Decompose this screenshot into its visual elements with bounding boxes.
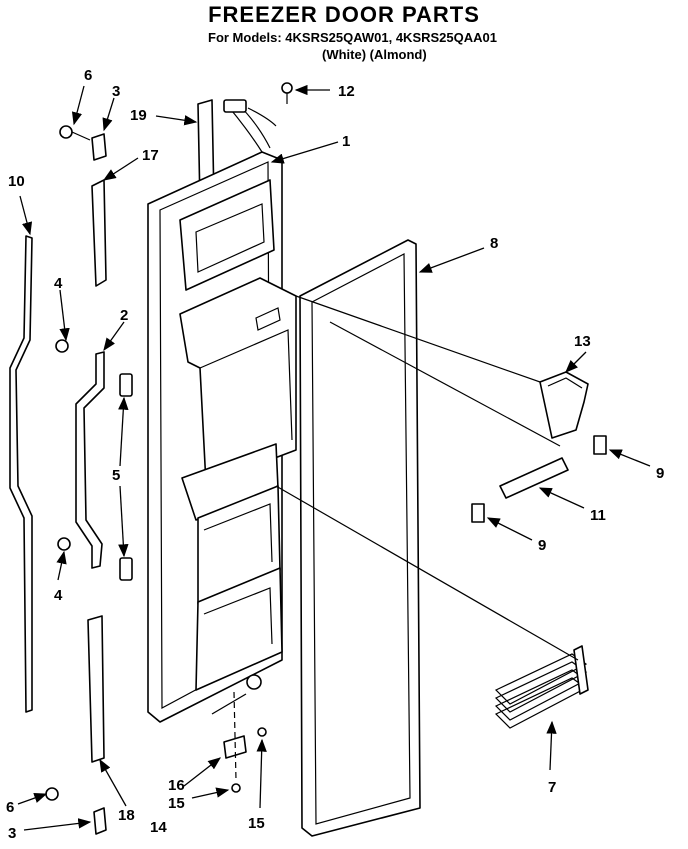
callout-9-left: 9: [538, 537, 546, 554]
callout-13: 13: [574, 333, 591, 350]
part-13-ice-chute: [539, 371, 589, 439]
diagram-header: FREEZER DOOR PARTS For Models: 4KSRS25QA…: [0, 0, 688, 70]
part-3-6-lower-clip: [45, 787, 107, 835]
callout-3-top: 3: [112, 83, 120, 100]
callout-3-bottom: 3: [8, 825, 16, 842]
callout-5: 5: [112, 467, 120, 484]
part-11-channel: [499, 457, 569, 499]
part-7-shelf-basket: [494, 645, 589, 729]
callout-17: 17: [142, 147, 159, 164]
callout-2: 2: [120, 307, 128, 324]
callout-8: 8: [490, 235, 498, 252]
part-2-handle: [55, 339, 105, 569]
callout-12: 12: [338, 83, 355, 100]
part-1-door-body: [147, 151, 297, 723]
part-3-6-upper-clip: [59, 125, 107, 161]
callout-6-top: 6: [84, 67, 92, 84]
callout-11: 11: [590, 507, 606, 524]
finish-labels: (White) (Almond): [322, 47, 427, 62]
part-8-door-gasket: [299, 239, 421, 837]
part-5-handle-mounts: [119, 373, 133, 581]
part-12-wire-harness: [223, 82, 293, 153]
callout-6-bottom: 6: [6, 799, 14, 816]
callout-10: 10: [8, 173, 25, 190]
callout-7: 7: [548, 779, 556, 796]
part-10-handle-trim: [9, 235, 33, 713]
model-numbers: For Models: 4KSRS25QAW01, 4KSRS25QAA01: [208, 30, 497, 45]
callout-16: 16: [168, 777, 185, 794]
callout-15-right: 15: [248, 815, 265, 832]
callout-4-bottom: 4: [54, 587, 63, 604]
part-14-16-hinge: [223, 674, 267, 793]
callout-4-top: 4: [54, 275, 63, 292]
leader-lines: [17, 84, 651, 831]
callout-19: 19: [130, 107, 147, 124]
part-9-brackets: [471, 435, 607, 523]
part-18-lower-cap: [87, 615, 105, 763]
callout-numbers: 1 2 3 3 4 4 5 6 6 7 8 9 9 10 11 12 13 14…: [6, 67, 664, 842]
callout-14: 14: [150, 819, 167, 836]
page-title: FREEZER DOOR PARTS: [208, 2, 480, 27]
callout-18: 18: [118, 807, 135, 824]
part-17-handle-cap: [91, 179, 107, 287]
callout-9-right: 9: [656, 465, 664, 482]
callout-1: 1: [342, 133, 350, 150]
callout-15-left: 15: [168, 795, 185, 812]
